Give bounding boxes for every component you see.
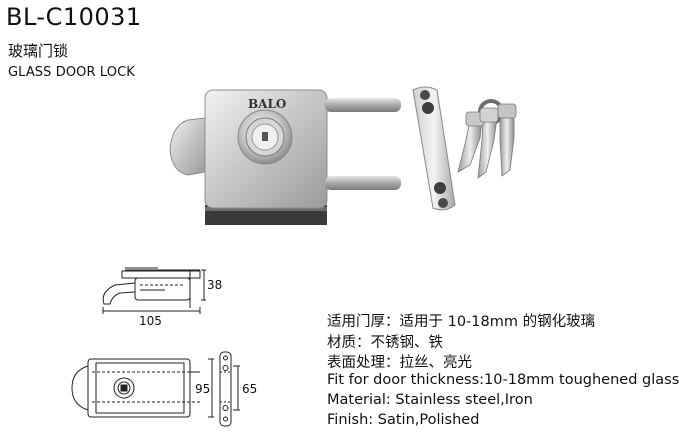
spec-material-en: Material: Stainless steel,Iron [327,392,533,408]
dimension-plate: 65 [242,382,258,396]
lock-photo: BALO [169,89,401,225]
product-name-chinese: 玻璃门锁 [8,42,69,60]
side-view-drawing [102,267,206,314]
spec-door-thickness-zh: 适用门厚：适用于 10-18mm 的钢化玻璃 [327,314,596,330]
spec-material-zh: 材质：不锈钢、铁 [327,335,443,351]
front-view-drawing [71,351,240,427]
brand-logo: BALO [248,97,286,111]
model-number: BL-C10031 [6,3,142,31]
keys-photo [457,99,517,179]
dimension-width: 95 [195,382,211,396]
spec-finish-zh: 表面处理：拉丝、亮光 [327,355,472,371]
spec-door-thickness-en: Fit for door thickness:10-18mm toughened… [327,372,679,388]
dimension-length: 105 [139,314,162,328]
spec-finish-en: Finish: Satin,Polished [327,412,480,428]
product-name-english: GLASS DOOR LOCK [8,65,135,80]
dimension-height: 38 [207,278,223,292]
strike-plate-photo [412,86,456,211]
